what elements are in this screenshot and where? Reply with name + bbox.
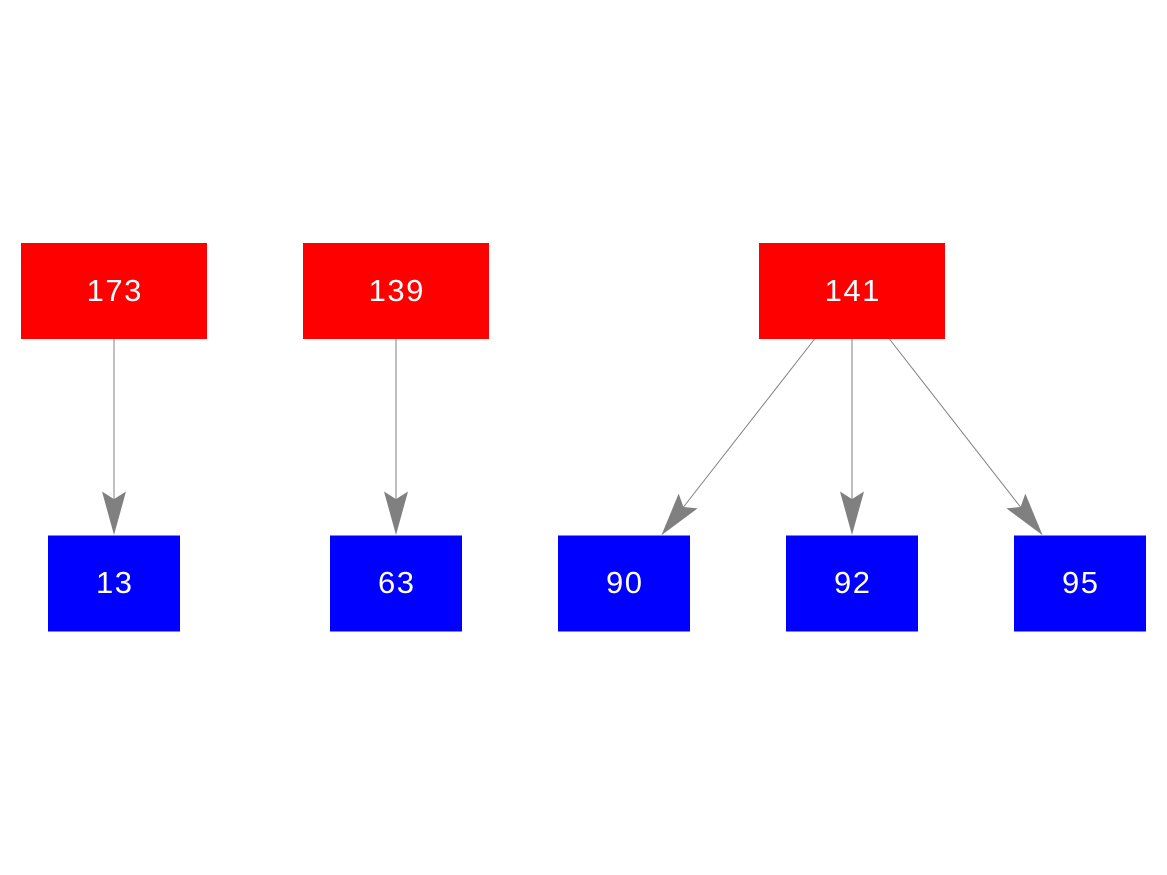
svg-text:139: 139 — [369, 273, 425, 308]
svg-text:13: 13 — [96, 565, 133, 600]
svg-text:90: 90 — [606, 565, 643, 600]
svg-text:141: 141 — [825, 273, 881, 308]
svg-text:173: 173 — [87, 273, 143, 308]
svg-text:63: 63 — [378, 565, 415, 600]
svg-text:95: 95 — [1062, 565, 1099, 600]
svg-text:92: 92 — [834, 565, 871, 600]
